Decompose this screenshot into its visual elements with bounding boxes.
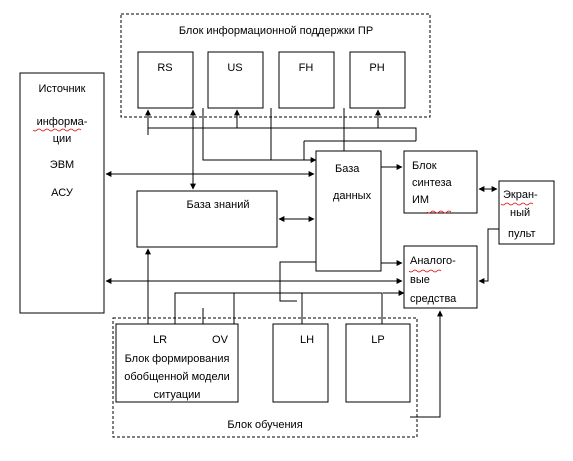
spellcheck-squiggle — [426, 210, 452, 214]
database-line-2: данных — [333, 190, 372, 202]
source-line-4: ЭВМ — [50, 159, 74, 171]
info-support-title: Блок информационной поддержки ПР — [179, 25, 373, 37]
source-line-2: информа- — [37, 116, 88, 128]
connectors — [105, 108, 499, 418]
screen-console-line-2: ный — [510, 207, 530, 219]
analog-line-2: вые — [410, 274, 430, 286]
knowledge-base-label: База знаний — [186, 199, 249, 211]
rs-box — [137, 51, 194, 109]
situation-model-line-1: Блок формирования — [125, 353, 230, 365]
database-line-1: База — [335, 163, 360, 175]
source-line-1: Источник — [39, 83, 86, 95]
us-label: US — [227, 62, 242, 74]
spellcheck-squiggle — [500, 202, 534, 206]
analog-line-1: Аналого- — [410, 255, 456, 267]
source-line-5: АСУ — [51, 187, 74, 199]
ov-label: OV — [212, 334, 229, 346]
lp-label: LP — [371, 334, 384, 346]
spellcheck-squiggle — [32, 128, 82, 132]
lr-label: LR — [153, 334, 167, 346]
source-box — [19, 72, 105, 314]
synth-box — [403, 150, 478, 214]
fh-label: FH — [299, 62, 314, 74]
lh-label: LH — [300, 334, 314, 346]
spellcheck-squiggle — [408, 269, 442, 273]
fh-box — [278, 51, 335, 109]
situation-model-box — [115, 323, 239, 403]
lh-box — [272, 323, 329, 403]
database-box — [315, 150, 382, 272]
screen-console-line-3: пульт — [508, 228, 536, 240]
knowledge-base-box — [136, 190, 278, 248]
synth-line-2: синтеза — [412, 177, 453, 189]
situation-model-line-3: ситуации — [154, 389, 201, 401]
ph-label: PH — [369, 62, 384, 74]
situation-model-line-2: обобщенной модели — [124, 371, 230, 383]
source-line-3: ции — [53, 133, 72, 145]
analog-line-3: средства — [410, 293, 457, 305]
analog-box — [403, 245, 478, 309]
lp-box — [345, 323, 411, 403]
learning-group — [112, 317, 418, 438]
learning-title: Блок обучения — [227, 419, 302, 431]
synth-line-1: Блок — [412, 160, 437, 172]
rs-label: RS — [157, 62, 172, 74]
synth-line-3: ИМ — [412, 194, 429, 206]
info-support-group — [120, 13, 431, 118]
screen-console-line-1: Экран- — [503, 189, 538, 201]
us-box — [207, 51, 264, 109]
screen-console-box — [498, 180, 555, 245]
ph-box — [349, 51, 406, 109]
